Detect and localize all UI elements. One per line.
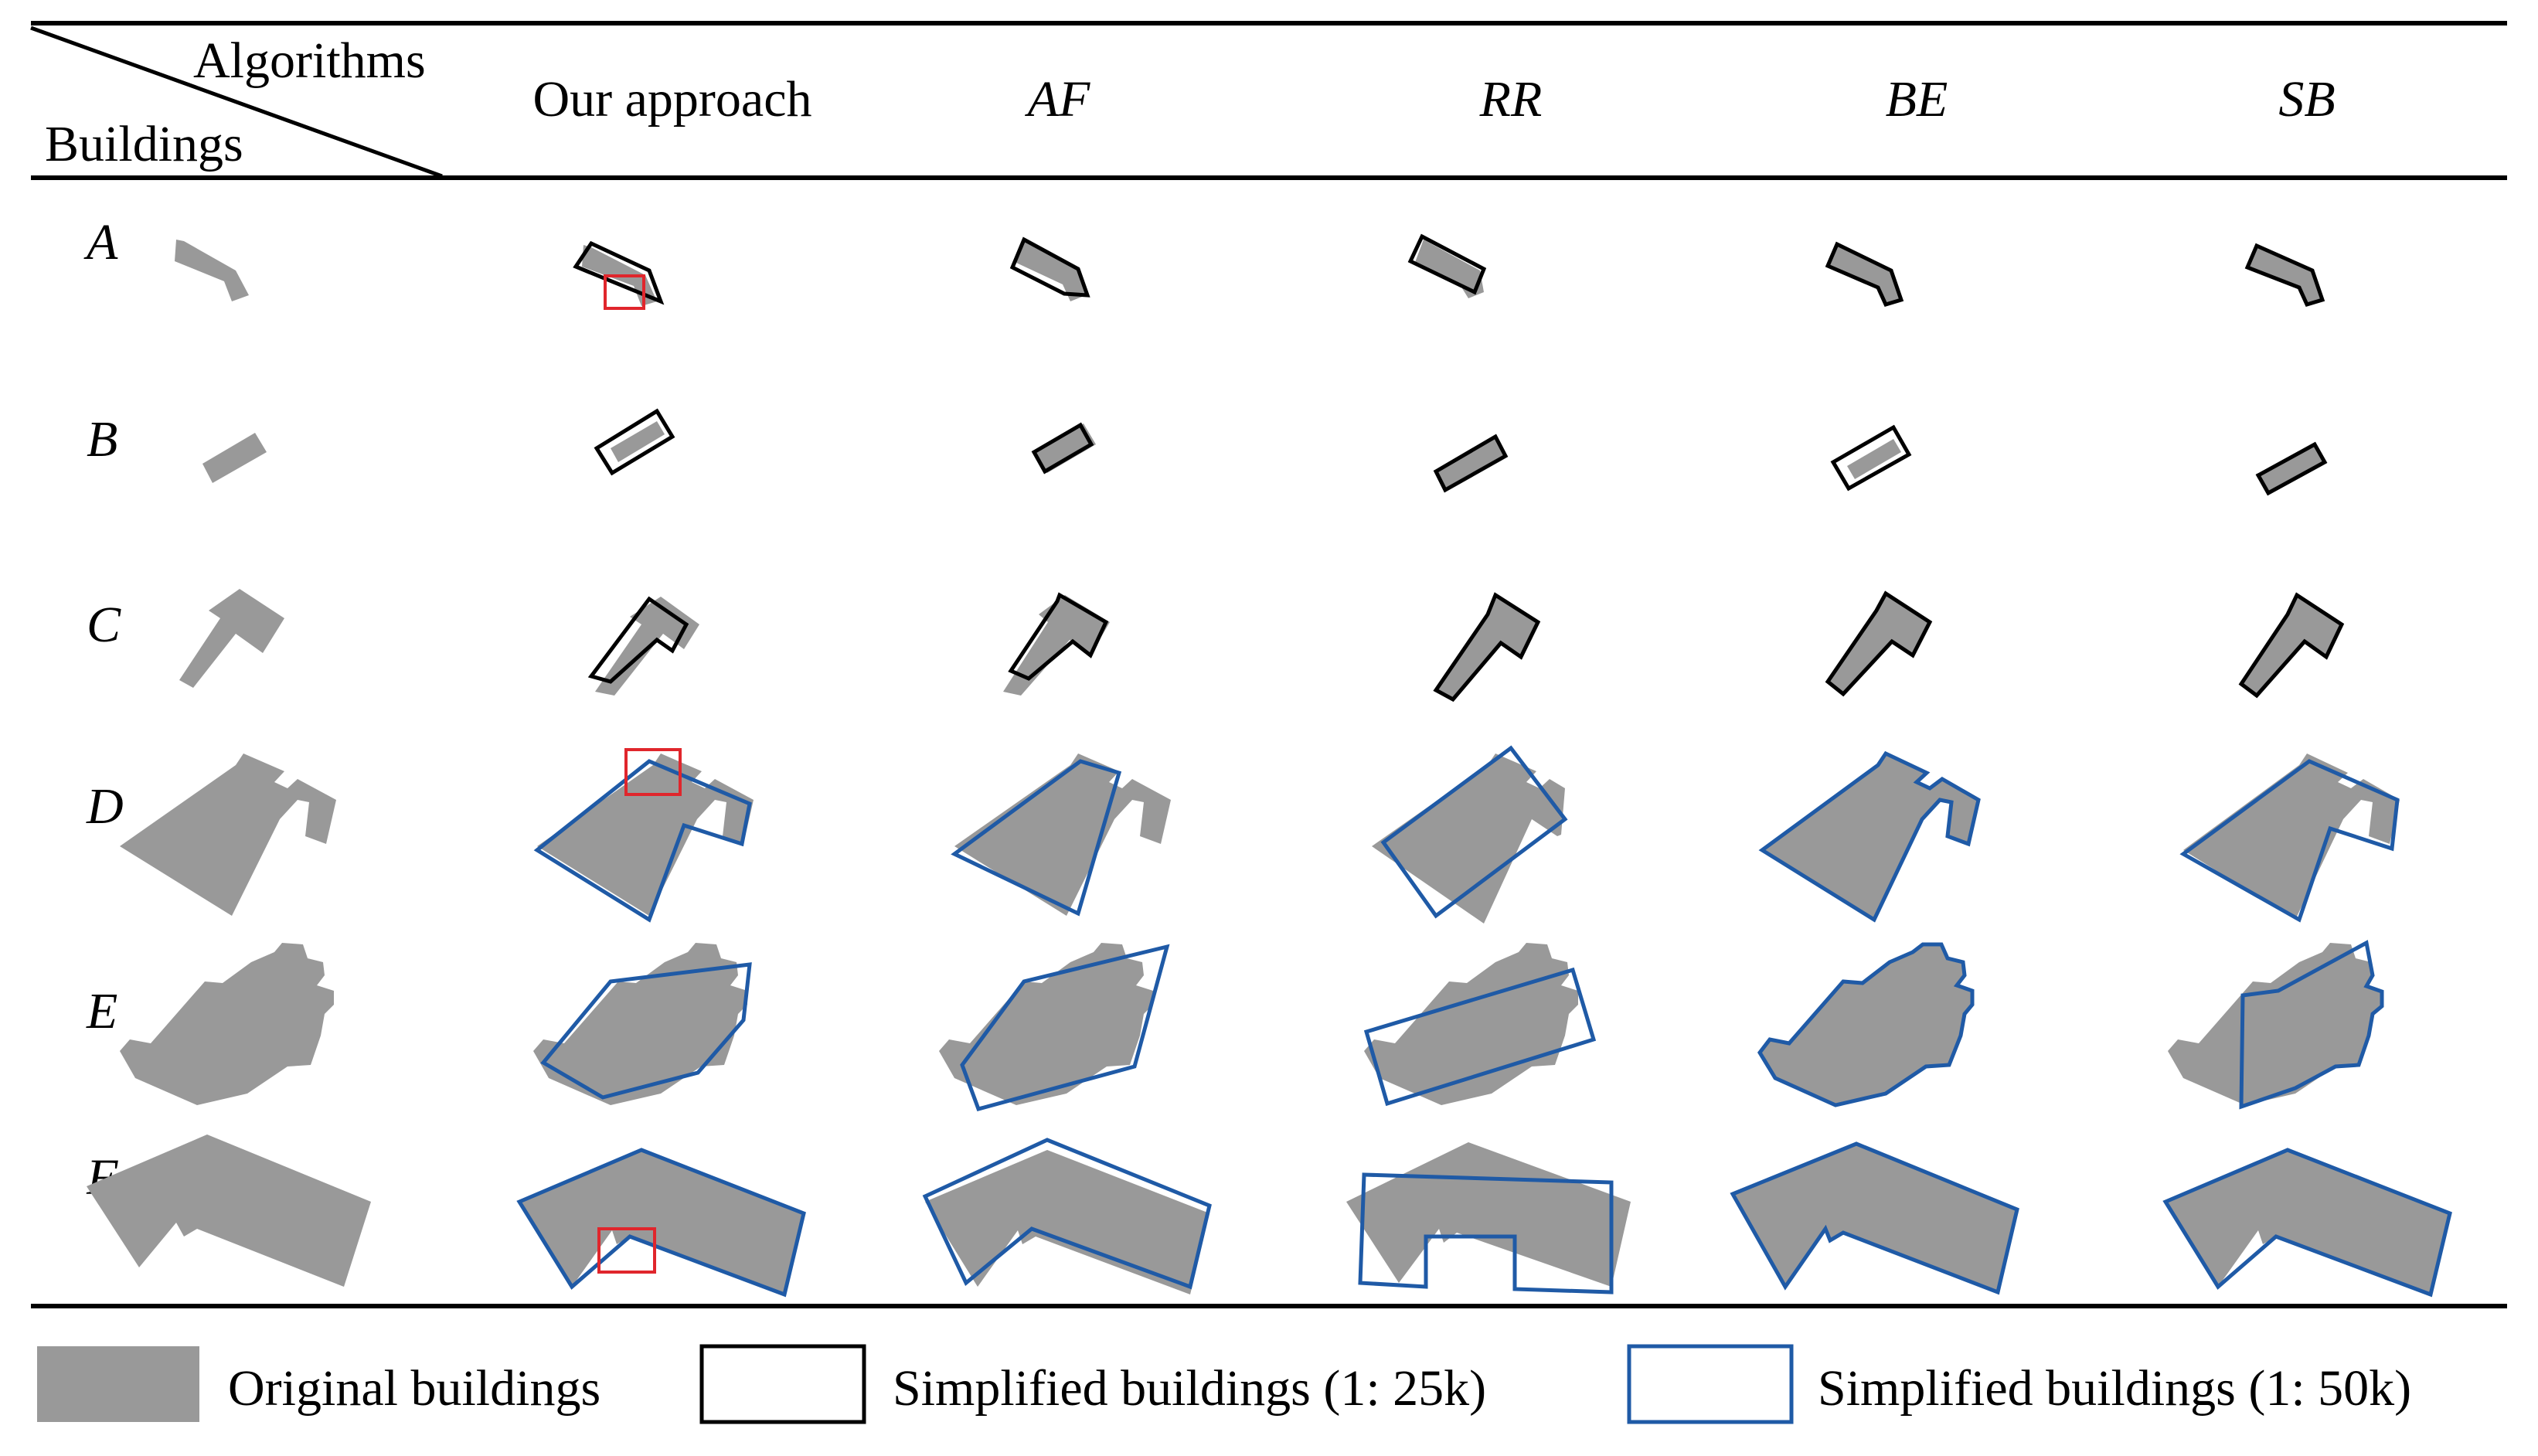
simplified-building-25k — [587, 596, 689, 684]
simplified-building-25k — [1730, 1141, 2019, 1295]
original-building — [533, 943, 747, 1105]
row-label-d: D — [86, 778, 124, 835]
legend-swatch-original — [37, 1346, 199, 1422]
row-label-c: C — [87, 597, 121, 653]
original-building — [939, 943, 1153, 1105]
highlight-box — [604, 274, 645, 310]
original-building — [1760, 944, 1972, 1105]
simplified-building-25k — [1407, 233, 1487, 295]
header-diagonal — [30, 26, 443, 179]
simplified-building-25k — [1758, 750, 1981, 923]
highlight-box — [624, 748, 682, 796]
original-building — [175, 240, 249, 301]
simplified-building-25k — [533, 759, 752, 923]
simplified-building-25k — [2255, 441, 2328, 496]
simplified-building-25k — [960, 944, 1170, 1112]
simplified-building-25k — [2179, 759, 2400, 923]
row-d — [120, 745, 2400, 924]
simplified-building-25k — [1757, 942, 1975, 1107]
legend-label-original: Original buildings — [228, 1360, 600, 1417]
row-c — [179, 589, 2345, 702]
original-building — [179, 589, 284, 688]
original-building — [87, 1135, 371, 1287]
simplified-building-25k — [1009, 236, 1090, 298]
simplified-building-25k — [1830, 424, 1912, 492]
original-building — [1847, 439, 1901, 479]
original-building — [954, 754, 1171, 916]
legend-label-25k: Simplified buildings (1: 25k) — [893, 1360, 1486, 1417]
simplified-building-25k — [1825, 241, 1904, 308]
simplified-building-25k — [1031, 422, 1094, 475]
column-header-be: BE — [1886, 71, 1948, 128]
highlight-box — [597, 1227, 656, 1274]
simplified-building-25k — [1433, 592, 1541, 702]
legend-swatch-25k — [699, 1344, 866, 1424]
original-building — [1346, 1142, 1631, 1287]
algorithms-header: Algorithms — [193, 32, 426, 89]
original-building — [1016, 241, 1086, 301]
original-building — [1436, 595, 1538, 699]
buildings-header: Buildings — [45, 116, 243, 172]
original-building — [120, 754, 336, 916]
simplified-building-25k — [1363, 967, 1597, 1107]
row-label-a: A — [83, 214, 118, 270]
original-building — [537, 754, 754, 916]
original-building — [925, 1150, 1209, 1294]
row-a — [175, 233, 2325, 310]
column-header-our-approach: Our approach — [532, 71, 811, 128]
original-building — [1414, 240, 1484, 298]
original-building — [2241, 595, 2342, 696]
legend: Original buildings Simplified buildings … — [37, 1344, 2411, 1424]
simplified-building-25k — [573, 240, 665, 305]
original-building — [1436, 437, 1505, 490]
column-header-af: AF — [1025, 71, 1090, 128]
simplified-building-25k — [2239, 940, 2384, 1110]
simplified-building-25k — [594, 408, 675, 476]
original-building — [1828, 244, 1901, 304]
original-building — [1372, 754, 1565, 924]
legend-swatch-50k — [1627, 1344, 1794, 1424]
simplified-building-25k — [540, 962, 752, 1100]
original-building — [2258, 444, 2325, 493]
row-b — [202, 408, 2328, 496]
simplified-building-25k — [2162, 1148, 2452, 1298]
original-building — [1003, 595, 1110, 696]
simplified-building-25k — [922, 1138, 1212, 1290]
original-building — [2168, 943, 2382, 1105]
original-building — [202, 433, 267, 483]
row-f — [87, 1135, 2452, 1298]
original-building — [2183, 754, 2400, 920]
simplified-building-25k — [1008, 592, 1109, 681]
row-label-e: E — [86, 983, 117, 1039]
simplified-building-25k — [516, 1148, 806, 1298]
simplified-building-25k — [1433, 434, 1509, 493]
original-building — [2247, 246, 2322, 304]
row-label-b: B — [87, 411, 117, 468]
simplified-building-25k — [1380, 745, 1568, 919]
original-building — [1828, 594, 1930, 694]
simplified-building-25k — [2238, 592, 2345, 699]
simplified-building-25k — [2244, 243, 2325, 308]
original-building — [1762, 754, 1978, 920]
original-building — [611, 421, 665, 462]
original-building — [1036, 424, 1096, 473]
column-header-rr: RR — [1479, 71, 1543, 128]
row-e — [120, 940, 2384, 1112]
column-header-sb: SB — [2278, 71, 2335, 128]
simplified-building-25k — [1825, 590, 1933, 697]
simplified-building-25k — [951, 759, 1122, 917]
simplified-building-25k — [1358, 1172, 1614, 1294]
legend-label-50k: Simplified buildings (1: 50k) — [1818, 1360, 2411, 1417]
original-building — [120, 943, 334, 1105]
